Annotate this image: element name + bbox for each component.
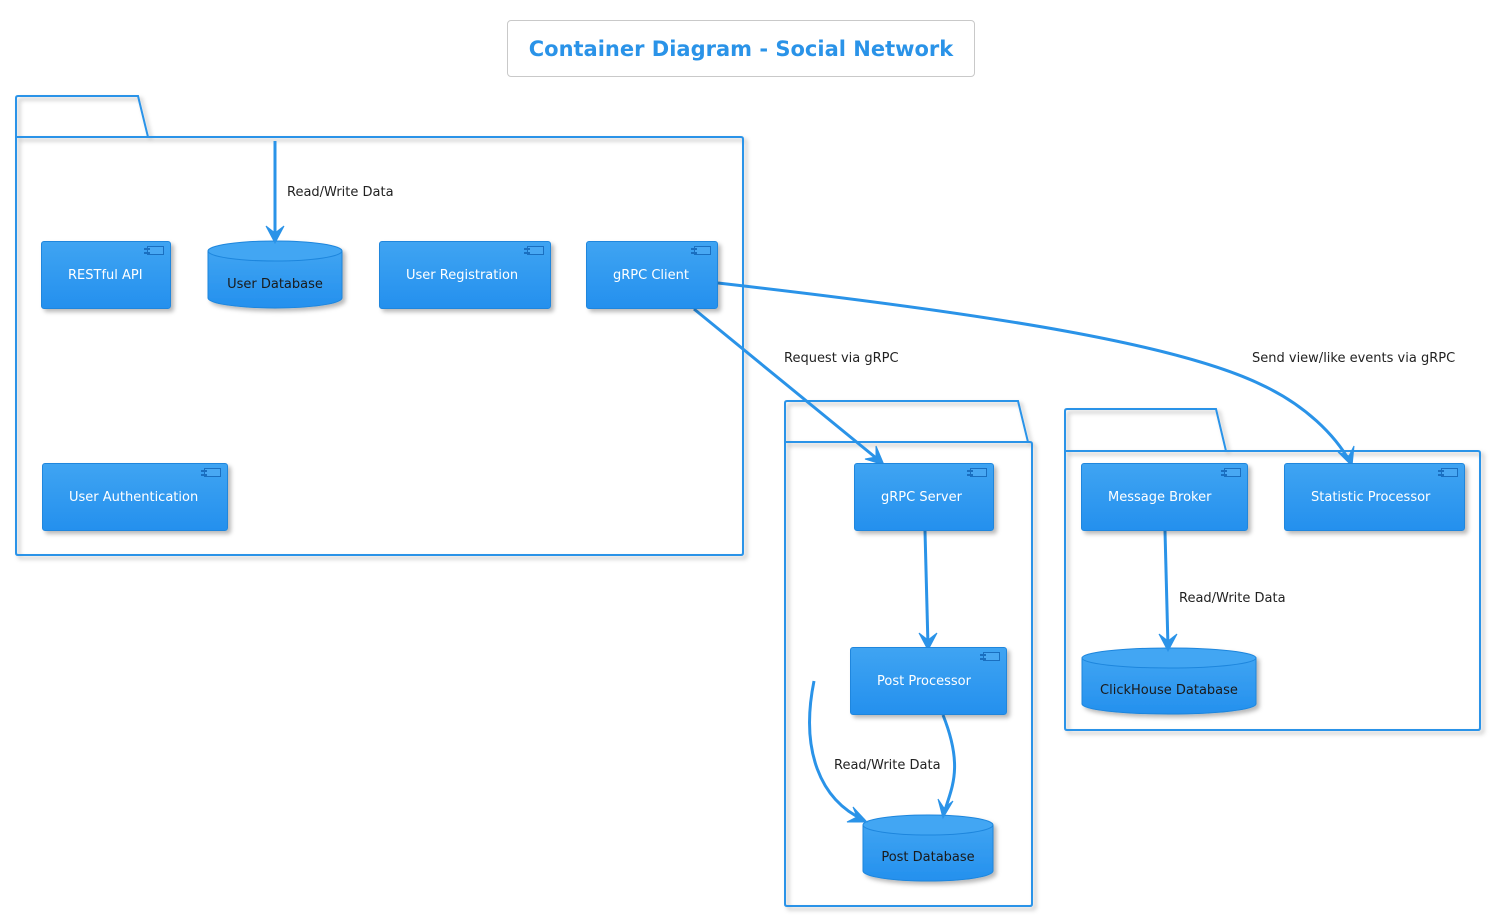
- arrowhead-clickhouse: [1158, 633, 1178, 653]
- user-authentication-label: User Authentication: [69, 489, 199, 505]
- arrowhead-user-database: [265, 225, 285, 245]
- grpc-client-component[interactable]: gRPC Client: [586, 241, 718, 309]
- grpc-client-label: gRPC Client: [613, 267, 689, 283]
- post-processor-component[interactable]: Post Processor: [850, 647, 1007, 715]
- arrowhead-post-database-right: [937, 798, 954, 820]
- component-icon: [691, 246, 711, 255]
- restful-api-component[interactable]: RESTful API: [41, 241, 171, 309]
- clickhouse-database-label: ClickHouse Database: [1100, 683, 1238, 698]
- edge-label-clickhouse-rw: Read/Write Data: [1179, 591, 1286, 606]
- grpc-server-label: gRPC Server: [881, 489, 962, 505]
- component-icon: [980, 652, 1000, 661]
- package-statistics-service: [1064, 408, 1481, 731]
- edge-grpc-client-to-statistic-processor: [717, 281, 1352, 463]
- edge-label-post-rw: Read/Write Data: [834, 758, 941, 773]
- restful-api-label: RESTful API: [68, 267, 143, 283]
- arrowhead-grpc-server: [864, 445, 885, 466]
- clickhouse-database-cylinder: [1081, 647, 1257, 715]
- user-registration-label: User Registration: [406, 267, 519, 283]
- grpc-server-component[interactable]: gRPC Server: [854, 463, 994, 531]
- edge-post-processor-to-post-database: [941, 714, 957, 815]
- arrowhead-statistic-processor: [1337, 445, 1355, 468]
- statistic-processor-component[interactable]: Statistic Processor: [1284, 463, 1465, 531]
- edge-label-request-grpc: Request via gRPC: [784, 351, 899, 366]
- component-icon: [144, 246, 164, 255]
- edge-grpc-server-to-post-processor: [923, 530, 930, 647]
- diagram-title: Container Diagram - Social Network: [507, 20, 975, 77]
- arrowhead-post-database-left: [846, 806, 869, 823]
- user-database-cylinder: [207, 240, 343, 309]
- edge-to-post-database: [808, 680, 865, 822]
- edge-label-send-events: Send view/like events via gRPC: [1252, 351, 1456, 366]
- edge-message-broker-to-clickhouse: [1163, 530, 1170, 648]
- post-database-cylinder: [862, 814, 994, 882]
- package-user-service: [15, 95, 744, 556]
- arrowhead-post-processor: [918, 632, 938, 652]
- message-broker-label: Message Broker: [1108, 489, 1212, 505]
- post-processor-label: Post Processor: [877, 673, 971, 689]
- component-icon: [1438, 468, 1458, 477]
- component-icon: [524, 246, 544, 255]
- component-icon: [1221, 468, 1241, 477]
- user-registration-component[interactable]: User Registration: [379, 241, 551, 309]
- user-database-label: User Database: [227, 277, 323, 292]
- post-database-label: Post Database: [881, 850, 975, 865]
- package-post-service: [784, 400, 1033, 907]
- edge-grpc-client-to-grpc-server: [693, 307, 882, 464]
- component-icon: [967, 468, 987, 477]
- message-broker-component[interactable]: Message Broker: [1081, 463, 1248, 531]
- edge-label-user-rw: Read/Write Data: [287, 185, 394, 200]
- component-icon: [201, 468, 221, 477]
- statistic-processor-label: Statistic Processor: [1311, 489, 1431, 505]
- user-authentication-component[interactable]: User Authentication: [42, 463, 228, 531]
